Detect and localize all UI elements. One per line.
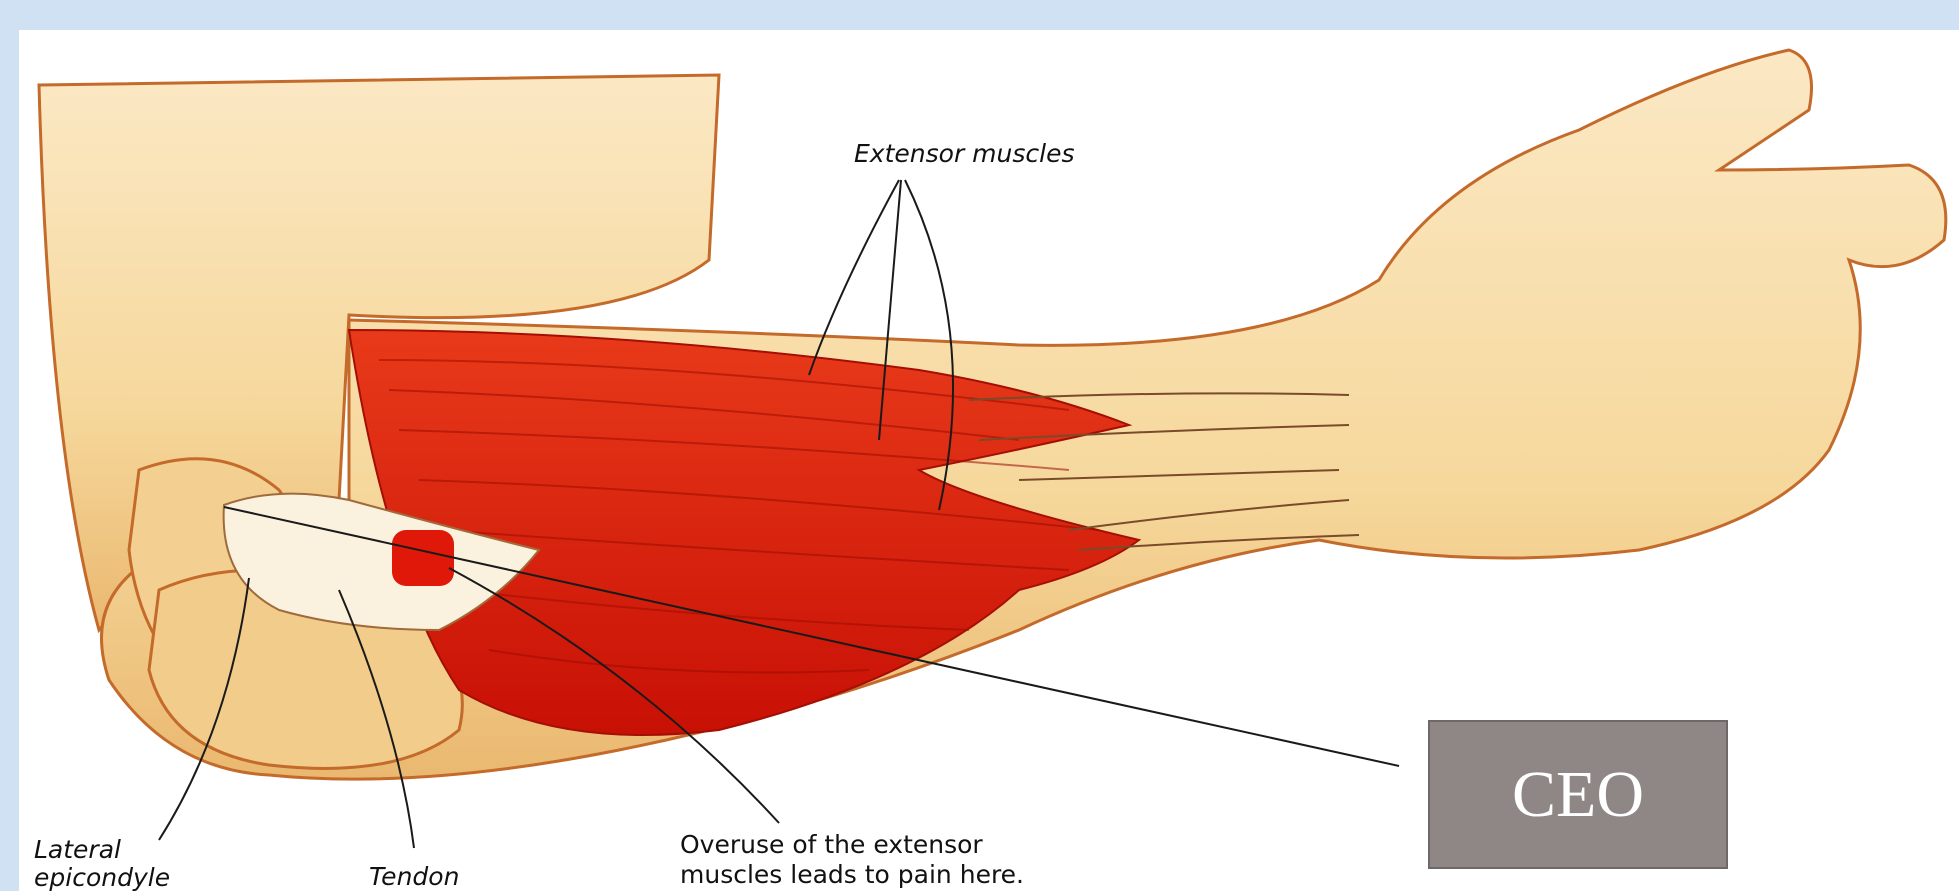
pain-spot (392, 530, 454, 586)
extensor-muscles-label: Extensor muscles (854, 140, 1074, 168)
lateral-epicondyle-label-line1: Lateral (34, 836, 121, 864)
overuse-label-line1: Overuse of the extensor (680, 831, 983, 859)
tendon-label: Tendon (369, 863, 459, 891)
ceo-label-text: CEO (1512, 757, 1644, 833)
lateral-epicondyle-label-line2: epicondyle (34, 864, 170, 891)
elbow-anatomy-figure: Extensor muscles Lateral epicondyle Tend… (19, 30, 1959, 891)
overuse-label-line2: muscles leads to pain here. (680, 861, 1024, 889)
ceo-label-box: CEO (1428, 720, 1728, 869)
